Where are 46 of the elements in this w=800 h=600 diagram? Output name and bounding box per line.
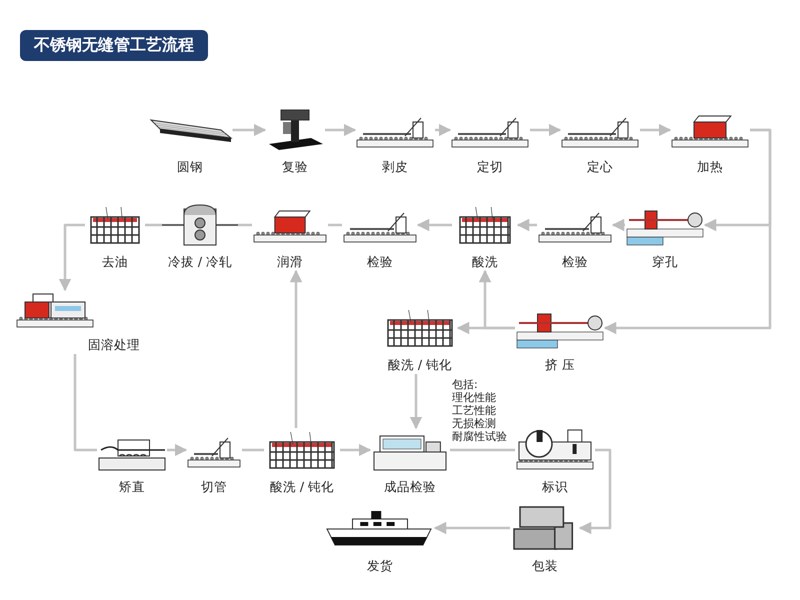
step-label: 酸洗 / 钝化 — [270, 478, 334, 496]
flow-arrow — [478, 270, 515, 330]
step-label: 去油 — [102, 253, 128, 271]
flow-arrow — [410, 374, 422, 430]
flow-arrow — [604, 128, 772, 334]
step-label: 圆钢 — [177, 158, 203, 176]
note-text: 理化性能 — [452, 391, 497, 404]
step-label: 切管 — [201, 478, 227, 496]
step-label: 冷拔 / 冷轧 — [168, 253, 232, 271]
flow-arrow — [340, 444, 372, 456]
step-label: 检验 — [562, 253, 588, 271]
flow-arrow — [612, 218, 625, 232]
step-label: 固溶处理 — [88, 336, 140, 354]
step-label: 成品检验 — [384, 478, 436, 496]
flow-arrow — [58, 224, 85, 292]
step-label: 发货 — [367, 557, 393, 575]
step-label: 检验 — [367, 253, 393, 271]
flow-arrow — [167, 444, 188, 456]
flow-arrow — [416, 218, 452, 232]
step-label: 剥皮 — [382, 158, 408, 176]
step-label: 复验 — [282, 158, 308, 176]
note-text: 工艺性能 — [452, 404, 497, 417]
flow-arrow — [516, 218, 537, 232]
step-label: 定心 — [587, 158, 613, 176]
flow-arrow — [232, 124, 266, 136]
flow-arrow — [578, 448, 612, 534]
flow-arrow — [435, 124, 452, 136]
step-label: 矫直 — [119, 478, 145, 496]
step-label: 包装 — [532, 557, 558, 575]
step-label: 定切 — [477, 158, 503, 176]
flow-arrow — [640, 124, 672, 136]
flow-arrow — [530, 124, 562, 136]
title-banner: 不锈钢无缝管工艺流程 — [20, 30, 208, 61]
note-text: 包括: — [452, 378, 479, 391]
note-text: 耐腐性试验 — [452, 430, 507, 443]
note-text: 无损检测 — [452, 417, 497, 430]
step-label: 穿孔 — [652, 253, 678, 271]
flow-arrow — [434, 522, 510, 534]
step-label: 挤 压 — [545, 356, 575, 374]
flow-arrow — [290, 270, 302, 428]
step-label: 酸洗 — [472, 253, 498, 271]
step-label: 标识 — [542, 478, 568, 496]
step-label: 润滑 — [277, 253, 303, 271]
step-label: 酸洗 / 钝化 — [388, 356, 452, 374]
flow-arrow — [325, 124, 356, 136]
step-label: 加热 — [697, 158, 723, 176]
